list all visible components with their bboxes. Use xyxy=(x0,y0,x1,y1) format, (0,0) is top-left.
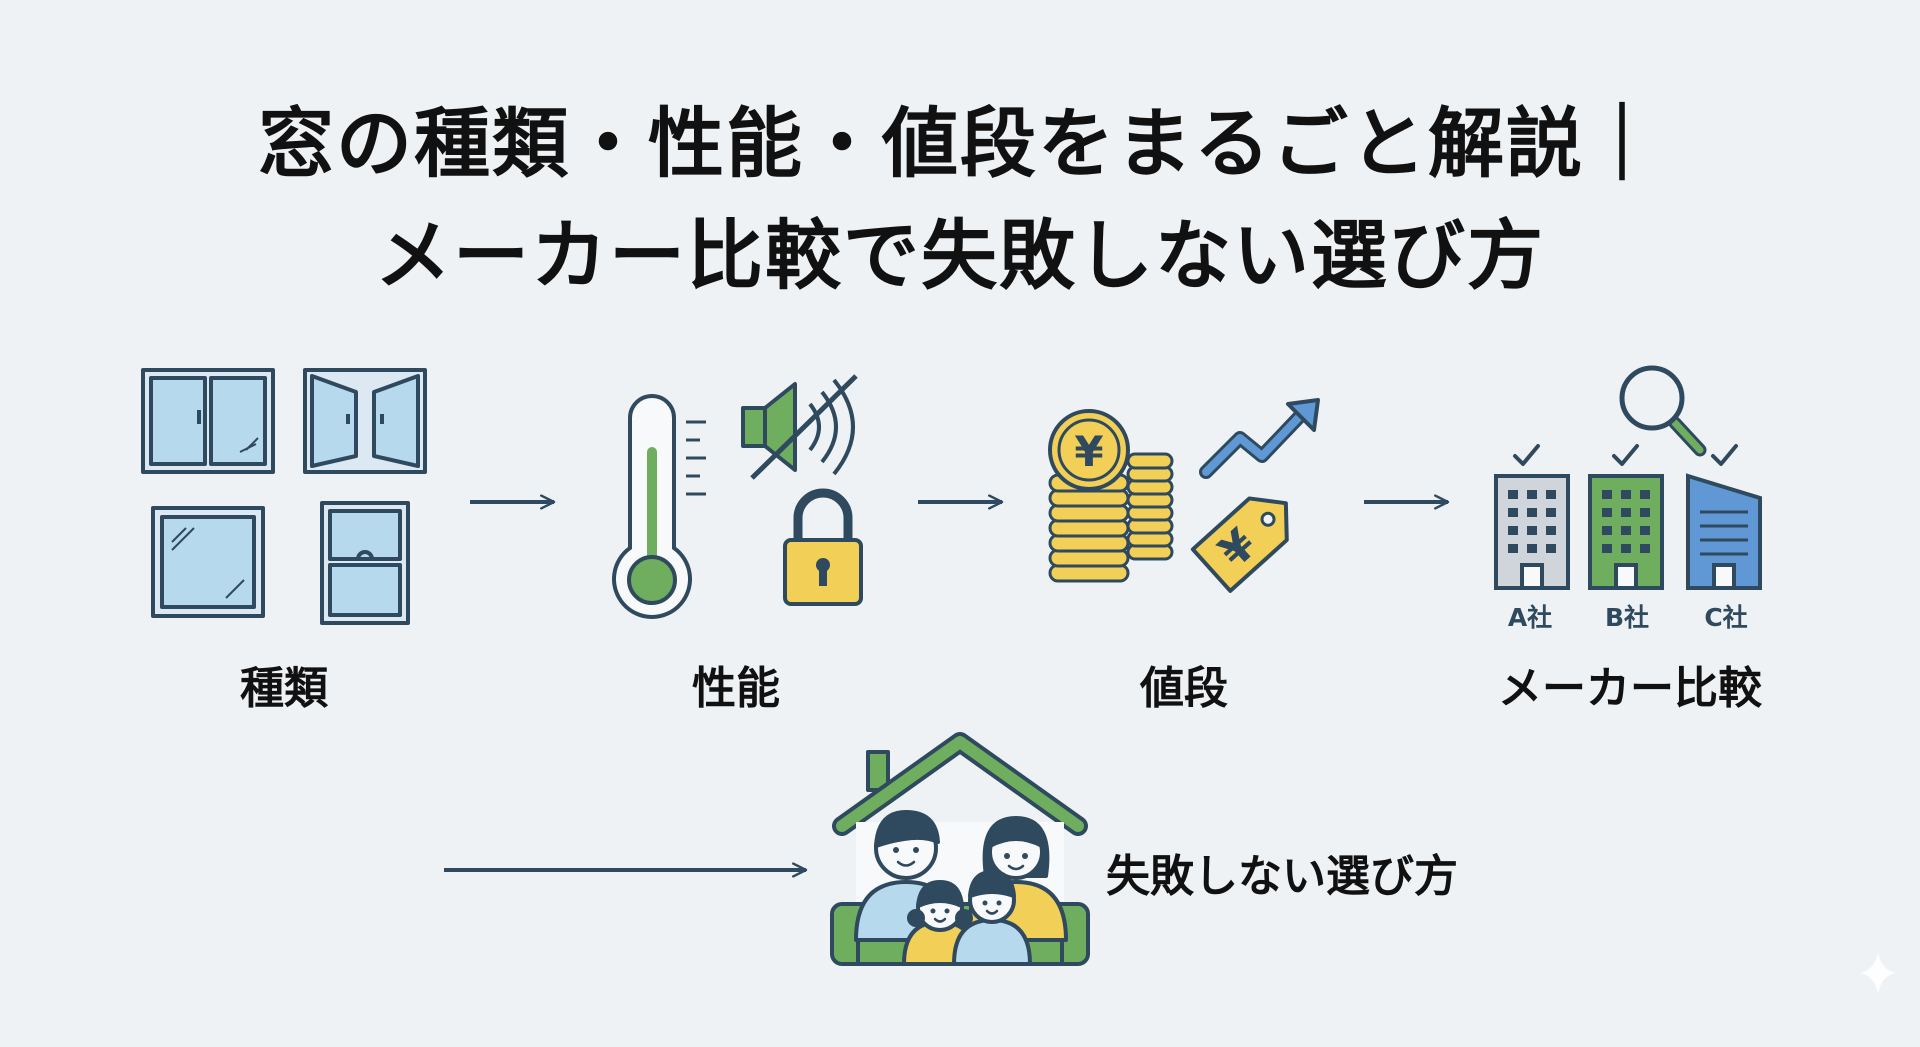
company-a-label: A社 xyxy=(1507,603,1553,632)
lock-icon xyxy=(783,488,863,606)
soundproof-speaker-icon xyxy=(741,374,858,480)
sparkle-icon xyxy=(1860,952,1896,994)
svg-text:¥: ¥ xyxy=(1074,427,1103,476)
check-icon xyxy=(1612,444,1639,466)
page-title: 窓の種類・性能・値段をまるごと解説｜ メーカー比較で失敗しない選び方 xyxy=(0,88,1920,312)
step-label-manufacturer: メーカー比較 xyxy=(1498,663,1762,714)
family-house-icon xyxy=(830,732,1090,966)
trend-arrow-head xyxy=(1286,398,1320,432)
check-marks xyxy=(1513,444,1738,466)
company-b-label: B社 xyxy=(1604,603,1650,632)
check-icon xyxy=(1711,444,1738,466)
building-b-icon xyxy=(1588,474,1664,590)
double-hung-window-icon xyxy=(320,501,410,625)
casement-window-icon xyxy=(303,368,427,474)
step-label-types: 種類 xyxy=(240,663,328,714)
building-c-icon xyxy=(1686,473,1762,590)
title-line-2: メーカー比較で失敗しない選び方 xyxy=(375,211,1545,300)
fixed-window-icon xyxy=(151,506,265,618)
yen-price-tag-icon: ¥ xyxy=(1190,496,1289,593)
check-icon xyxy=(1513,444,1540,466)
trend-arrow-fill xyxy=(1202,410,1306,476)
conclusion-label: 失敗しない選び方 xyxy=(1106,851,1458,902)
building-a-icon xyxy=(1494,474,1570,590)
title-line-1: 窓の種類・性能・値段をまるごと解説｜ xyxy=(258,99,1662,188)
step-label-performance: 性能 xyxy=(692,663,780,714)
company-c-label: C社 xyxy=(1704,603,1748,632)
trend-arrow-icon xyxy=(1199,407,1309,479)
thermometer-icon xyxy=(612,394,706,619)
sliding-window-icon xyxy=(141,368,275,474)
window-types-icon xyxy=(141,368,427,625)
magnifier-icon xyxy=(1619,365,1707,457)
step-label-price: 値段 xyxy=(1140,663,1228,714)
coin-stack-icon: ¥ xyxy=(1048,409,1174,583)
